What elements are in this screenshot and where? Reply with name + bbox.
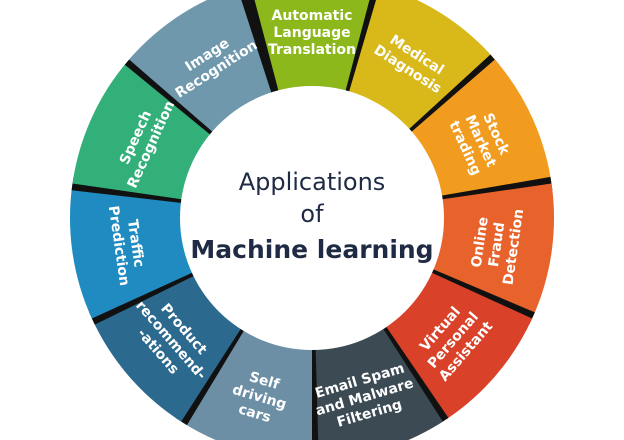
segment-virtual-personal-assistant: VirtualPersonalAssistant — [379, 272, 533, 426]
segment-speech-recognition: SpeechRecognition — [72, 54, 217, 200]
segment-speech-recognition-shape — [72, 59, 214, 200]
segment-online-fraud-detection-label-line: Online — [469, 216, 492, 269]
segment-online-fraud-detection: OnlineFraudDetection — [428, 183, 554, 325]
segment-stock-market-trading-shape — [410, 59, 552, 200]
center-title-line1: Applications — [239, 168, 386, 196]
segment-automatic-language-translation-label-line: Translation — [268, 42, 356, 58]
segment-automatic-language-translation-label-line: Automatic — [272, 8, 353, 24]
segment-online-fraud-detection-label-line: Fraud — [486, 221, 508, 268]
segment-traffic-prediction-shape — [69, 183, 194, 319]
segment-medical-diagnosis-shape — [348, 0, 495, 133]
center-circle — [180, 86, 444, 350]
segment-automatic-language-translation-shape — [247, 0, 377, 94]
segment-image-recognition-shape — [129, 0, 276, 133]
segment-traffic-prediction-label-line: Traffic — [124, 218, 147, 268]
segment-email-spam-malware-filtering-shape — [312, 327, 443, 440]
center-title-line2: of — [300, 200, 324, 228]
segment-product-recommendations-shape — [91, 272, 242, 422]
segment-image-recognition: ImageRecognition — [129, 0, 279, 133]
segment-product-recommendations: Productrecommend--ations — [89, 268, 242, 422]
segment-automatic-language-translation-label-line: Language — [273, 25, 350, 41]
center-title-line3: Machine learning — [190, 235, 433, 264]
segment-self-driving-cars-shape — [181, 327, 312, 440]
segment-image-recognition-separator — [241, 0, 279, 95]
